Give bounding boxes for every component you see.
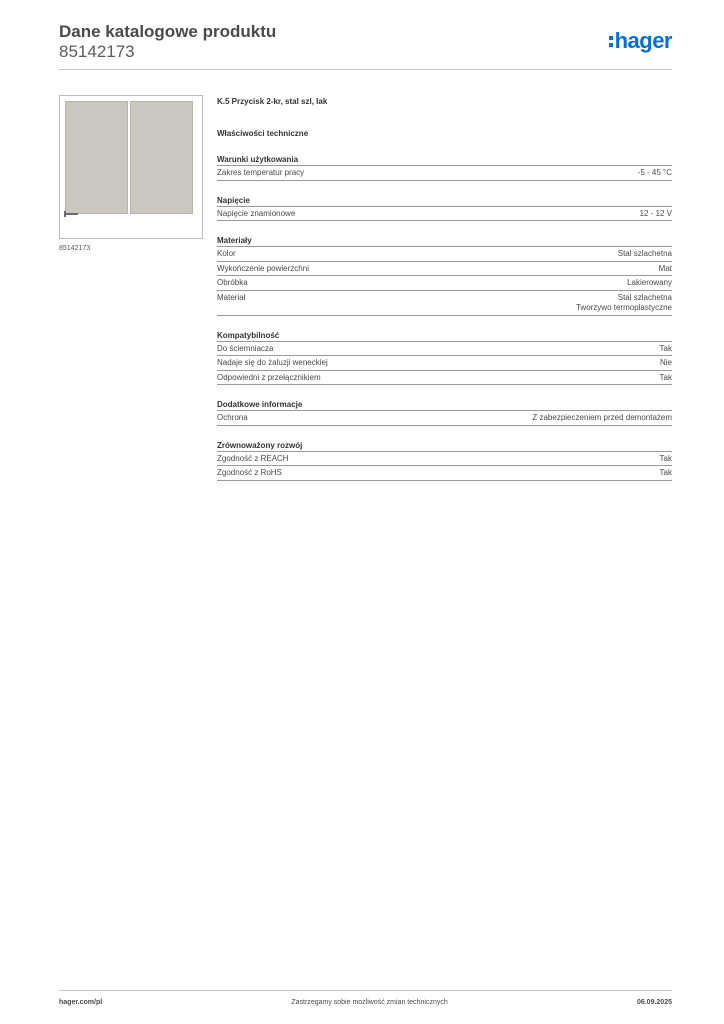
logo-text: hager <box>614 28 673 53</box>
spec-value-line: Tak <box>659 468 672 477</box>
spec-value: Tak <box>660 373 672 384</box>
spec-group-title: Zrównoważony rozwój <box>217 440 672 452</box>
spec-value: Mat <box>659 264 672 275</box>
spec-row: Napięcie znamionowe 12 - 12 V <box>217 207 672 221</box>
spec-value-line: Tak <box>659 343 672 353</box>
spec-value: Tak <box>660 468 672 479</box>
spec-row: Zgodność z RoHS Tak <box>217 466 672 481</box>
spec-value-line: -5 - 45 °C <box>637 168 672 177</box>
product-name: K.5 Przycisk 2-kr, stal szl, lak <box>217 97 328 106</box>
spec-value: Tak <box>660 344 672 355</box>
spec-value-line: Tworzywo termoplastyczne <box>575 303 672 312</box>
spec-value-line: Nie <box>659 358 672 367</box>
spec-label: Nadaje się do żaluzji weneckiej <box>217 358 328 367</box>
spec-value-line: Z zabezpieczeniem przed demontażem <box>532 413 672 422</box>
spec-group-title: Dodatkowe informacje <box>217 399 672 411</box>
spec-label: Zakres temperatur pracy <box>217 168 305 177</box>
spec-value-line: 12 - 12 V <box>639 208 672 218</box>
spec-label: Materiał <box>217 292 246 302</box>
spec-label: Zgodność z RoHS <box>217 468 282 477</box>
spec-value: Nie <box>660 358 672 369</box>
spec-label: Napięcie znamionowe <box>217 208 296 218</box>
spec-value: -5 - 45 °C <box>638 168 672 179</box>
footer-site-link[interactable]: hager.com/pl <box>59 999 103 1006</box>
spec-group-title: Napięcie <box>217 195 672 207</box>
spec-row: Odpowiedni z przełącznikiem Tak <box>217 371 672 385</box>
spec-row: Wykończenie powierzchni Mat <box>217 262 672 276</box>
spec-label: Odpowiedni z przełącznikiem <box>217 372 321 382</box>
spec-row: Do ściemniacza Tak <box>217 342 672 356</box>
spec-label: Do ściemniacza <box>217 343 274 353</box>
spec-row: Zakres temperatur pracy -5 - 45 °C <box>217 166 672 181</box>
spec-group-title: Kompatybilność <box>217 330 672 342</box>
spec-row: Kolor Stal szlachetna <box>217 247 672 262</box>
hager-logo: hager <box>608 28 673 54</box>
section-heading: Właściwości techniczne <box>217 129 309 138</box>
spec-value-line: Stal szlachetna <box>617 249 672 258</box>
spec-value-line: Mat <box>658 263 672 273</box>
spec-value: Lakierowany <box>627 278 672 289</box>
spec-label: Kolor <box>217 249 236 258</box>
spec-row: Nadaje się do żaluzji weneckiej Nie <box>217 356 672 371</box>
page-footer: hager.com/pl Zastrzegamy sobie możliwość… <box>59 990 672 1006</box>
spec-value: Z zabezpieczeniem przed demontażem <box>532 413 672 424</box>
scale-icon <box>64 211 78 217</box>
product-code: 85142173 <box>59 42 135 61</box>
spec-row: Ochrona Z zabezpieczeniem przed demontaże… <box>217 411 672 426</box>
spec-label: Wykończenie powierzchni <box>217 263 309 273</box>
rocker-right-image <box>130 101 193 214</box>
spec-label: Obróbka <box>217 278 248 287</box>
footer-note: Zastrzegamy sobie możliwość zmian techni… <box>291 999 448 1006</box>
spec-value: Tak <box>660 454 672 465</box>
spec-group-title: Materiały <box>217 235 672 247</box>
spec-value-line: Tak <box>659 453 672 463</box>
rocker-left-image <box>65 101 128 214</box>
page-header: Dane katalogowe produktu 85142173 hager <box>59 22 673 70</box>
spec-value: Stal szlachetna <box>618 249 672 260</box>
footer-date: 06.09.2025 <box>636 999 672 1006</box>
image-caption: 85142173 <box>59 245 91 252</box>
spec-row: Zgodność z REACH Tak <box>217 452 672 466</box>
spec-label: Ochrona <box>217 413 248 422</box>
spec-value-line: Stal szlachetna <box>617 292 672 302</box>
spec-label: Zgodność z REACH <box>217 453 289 463</box>
spec-content: K.5 Przycisk 2-kr, stal szl, lak Właściw… <box>217 95 672 481</box>
spec-value-line: Tak <box>659 372 672 382</box>
spec-group-title: Warunki użytkowania <box>217 154 672 166</box>
product-image <box>59 95 203 239</box>
spec-value-line: Lakierowany <box>627 278 672 287</box>
spec-value: 12 - 12 V <box>640 209 672 220</box>
document-title: Dane katalogowe produktu <box>59 22 277 41</box>
logo-dots-icon <box>608 35 613 47</box>
spec-row: Obróbka Lakierowany <box>217 276 672 291</box>
